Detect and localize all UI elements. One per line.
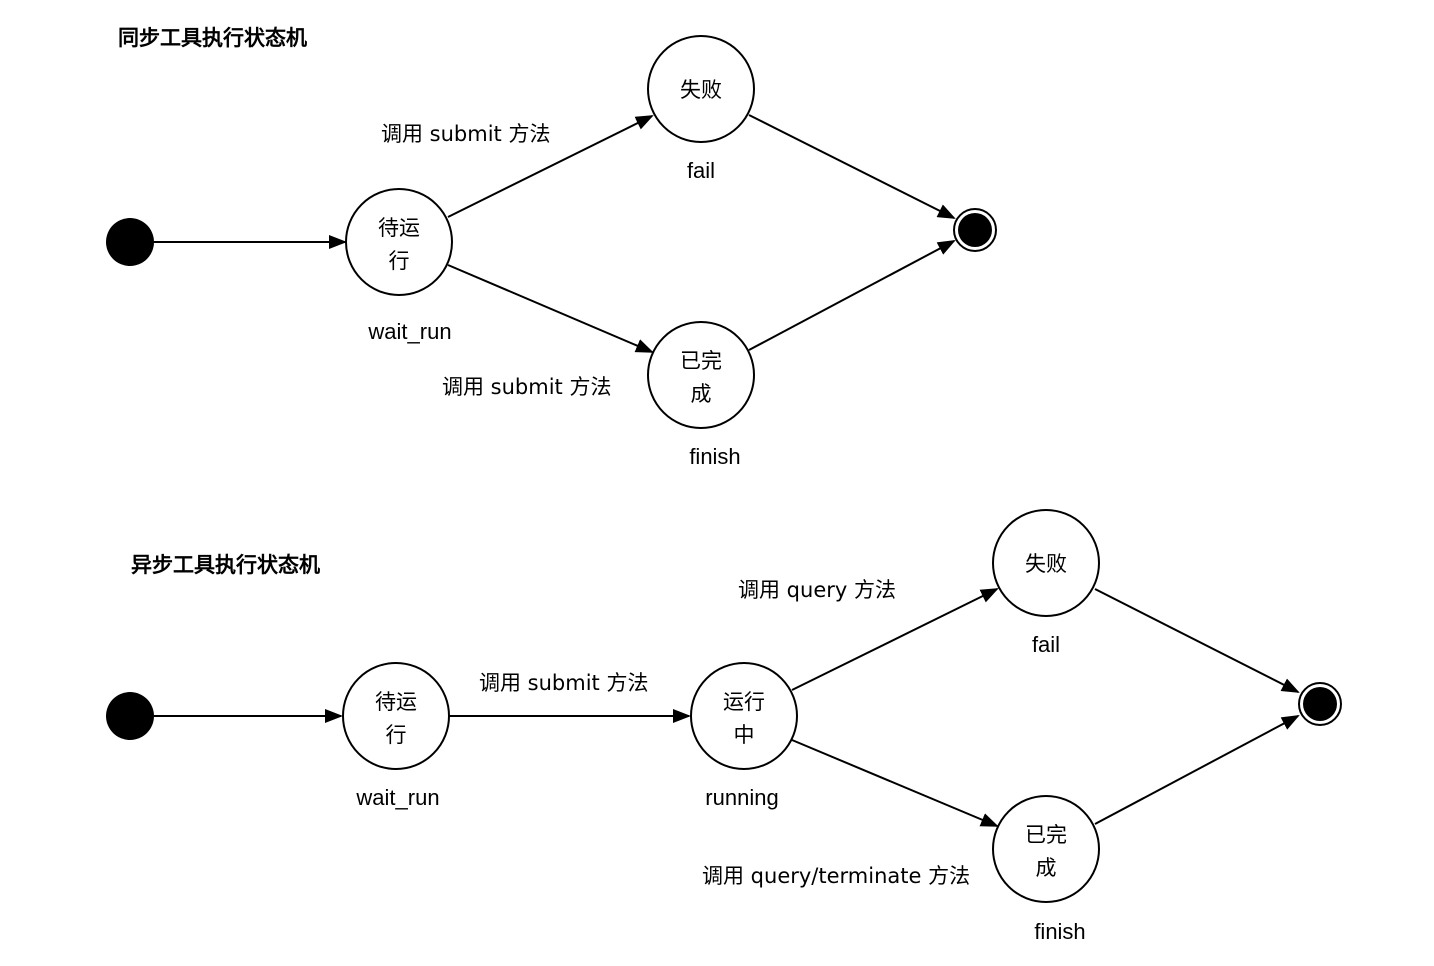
state-circle (345, 188, 453, 296)
state-finish: 已完 成 (992, 795, 1100, 903)
state-text-line: 成 (1036, 856, 1057, 880)
initial-state (106, 218, 154, 266)
state-circle (647, 321, 755, 429)
state-fail: 失败 (647, 35, 755, 143)
initial-state (106, 692, 154, 740)
final-state (953, 208, 997, 252)
final-state-dot (1303, 687, 1337, 721)
state-finish: 已完 成 (647, 321, 755, 429)
transition-fail-to-end (1094, 588, 1300, 693)
state-label: fail (1032, 632, 1060, 657)
async-state-machine: 异步工具执行状态机 待运 行 wait_run 运行 中 running 失败 … (106, 509, 1342, 944)
state-text-line: 待运 (375, 690, 417, 714)
state-circle (992, 509, 1100, 617)
state-text-line: 失败 (680, 78, 722, 102)
state-text-line: 已完 (680, 349, 722, 373)
transition-wait-to-fail (447, 115, 654, 218)
state-text-line: 已完 (1025, 823, 1067, 847)
state-circle (992, 795, 1100, 903)
sync-state-machine: 同步工具执行状态机 待运 行 wait_run 失败 fail 已完 成 fin… (106, 26, 997, 469)
transition-finish-to-end (1094, 715, 1300, 825)
state-circle (342, 662, 450, 770)
transition-label: 调用 submit 方法 (381, 122, 550, 146)
transition-fail-to-end (748, 114, 956, 219)
state-label: wait_run (355, 785, 439, 810)
state-text-line: 中 (734, 723, 755, 747)
state-wait-run: 待运 行 (345, 188, 453, 296)
state-text-line: 成 (691, 382, 712, 406)
diagram-title: 异步工具执行状态机 (131, 553, 320, 577)
state-label: fail (687, 158, 715, 183)
state-text-line: 行 (389, 249, 410, 273)
state-text-line: 运行 (723, 690, 765, 714)
state-label: finish (1034, 919, 1085, 944)
transition-finish-to-end (748, 240, 956, 351)
transition-label: 调用 submit 方法 (479, 671, 648, 695)
state-circle (647, 35, 755, 143)
state-fail: 失败 (992, 509, 1100, 617)
transition-running-to-finish (791, 739, 999, 827)
state-label: wait_run (367, 319, 451, 344)
final-state-dot (958, 213, 992, 247)
state-text-line: 行 (386, 723, 407, 747)
transition-label: 调用 query/terminate 方法 (702, 864, 970, 888)
state-text-line: 失败 (1025, 552, 1067, 576)
transition-label: 调用 query 方法 (738, 578, 896, 602)
state-circle (690, 662, 798, 770)
transition-running-to-fail (791, 588, 999, 691)
state-wait-run: 待运 行 (342, 662, 450, 770)
state-label: finish (689, 444, 740, 469)
state-label: running (705, 785, 778, 810)
state-running: 运行 中 (690, 662, 798, 770)
transition-wait-to-finish (447, 264, 654, 353)
final-state (1298, 682, 1342, 726)
state-text-line: 待运 (378, 216, 420, 240)
diagram-title: 同步工具执行状态机 (118, 26, 307, 50)
transition-label: 调用 submit 方法 (442, 375, 611, 399)
